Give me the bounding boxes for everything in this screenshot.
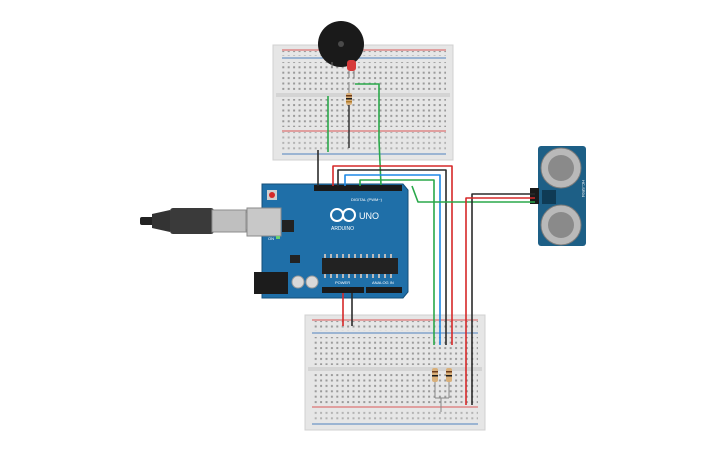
wire-red-vcc <box>332 165 453 345</box>
on-led <box>276 236 280 239</box>
arduino-uno-board[interactable]: ARDUINO UNO DIGITAL (PWM~) POWER ANALOG … <box>246 183 409 299</box>
reset-button-icon[interactable] <box>267 190 277 200</box>
digital-pwm-label: DIGITAL (PWM~) <box>351 197 383 202</box>
regulator-chip <box>290 255 300 263</box>
wire-green-trig <box>411 185 535 203</box>
wire-blue-signal <box>344 174 441 345</box>
usb-cable-icon <box>140 208 258 234</box>
resistor-pair[interactable] <box>432 368 452 412</box>
analog-in-label: ANALOG IN <box>372 280 394 285</box>
sensor-model-label: HC-SR04 <box>581 180 586 198</box>
usb-port <box>246 207 282 237</box>
usb-chip <box>282 220 294 232</box>
capacitor <box>291 275 305 289</box>
top-breadboard[interactable] <box>272 44 454 161</box>
ultrasonic-sensor-icon[interactable]: HC-SR04 <box>530 146 586 246</box>
arduino-model-text: UNO <box>359 211 379 221</box>
wire-red-sensor-vcc <box>465 197 535 405</box>
analog-header[interactable] <box>366 287 402 293</box>
wires <box>317 83 535 405</box>
power-label: POWER <box>335 280 350 285</box>
capacitor <box>305 275 319 289</box>
power-header[interactable] <box>322 287 364 293</box>
dc-power-jack <box>254 272 288 294</box>
on-led-label: ON <box>268 236 274 241</box>
arduino-brand-text: ARDUINO <box>331 226 354 232</box>
wire-green-signal <box>359 179 435 345</box>
atmega-chip <box>322 258 398 274</box>
bottom-breadboard[interactable] <box>304 314 486 431</box>
arduino-logo <box>330 208 356 222</box>
wire-black-gnd <box>337 169 447 345</box>
led-red[interactable] <box>347 60 356 78</box>
digital-header[interactable] <box>314 185 402 191</box>
wire-green-led <box>355 83 382 186</box>
resistor[interactable] <box>346 82 352 148</box>
wire-black-sensor-gnd <box>471 193 535 405</box>
